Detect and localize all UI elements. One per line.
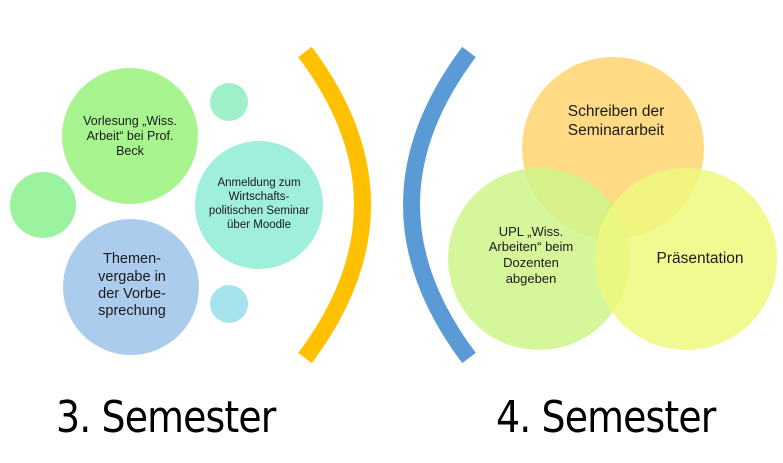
bubble-themenvergabe [63,219,199,355]
bubble-decor-bottom [210,285,248,323]
bubble-decor-left [10,172,76,238]
bubble-vorlesung [62,68,198,204]
venn-circle-praesentation [595,168,777,350]
bracket-yellow [298,46,371,364]
title-3-semester: 3. Semester [56,392,276,443]
venn-circle-upl [448,168,630,350]
bubble-decor-top [210,83,248,121]
bubble-label-themenvergabe: Themen-vergabe in der Vorbe-sprechung [98,251,166,320]
venn-label-praesentation: Präsentation [656,249,744,267]
bracket-blue [403,46,476,364]
venn-label-upl: UPL „Wiss. Arbeiten“ beim Dozenten abgeb… [488,223,574,286]
bubble-label-vorlesung: Vorlesung „Wiss. Arbeit“ bei Prof. Beck [83,113,177,158]
bubble-anmeldung [195,141,323,269]
venn-label-schreiben: Schreiben der Seminararbeit [567,103,665,139]
title-4-semester: 4. Semester [496,392,716,443]
bubble-label-anmeldung: Anmeldung zum Wirtschafts-politischen Se… [208,177,310,231]
